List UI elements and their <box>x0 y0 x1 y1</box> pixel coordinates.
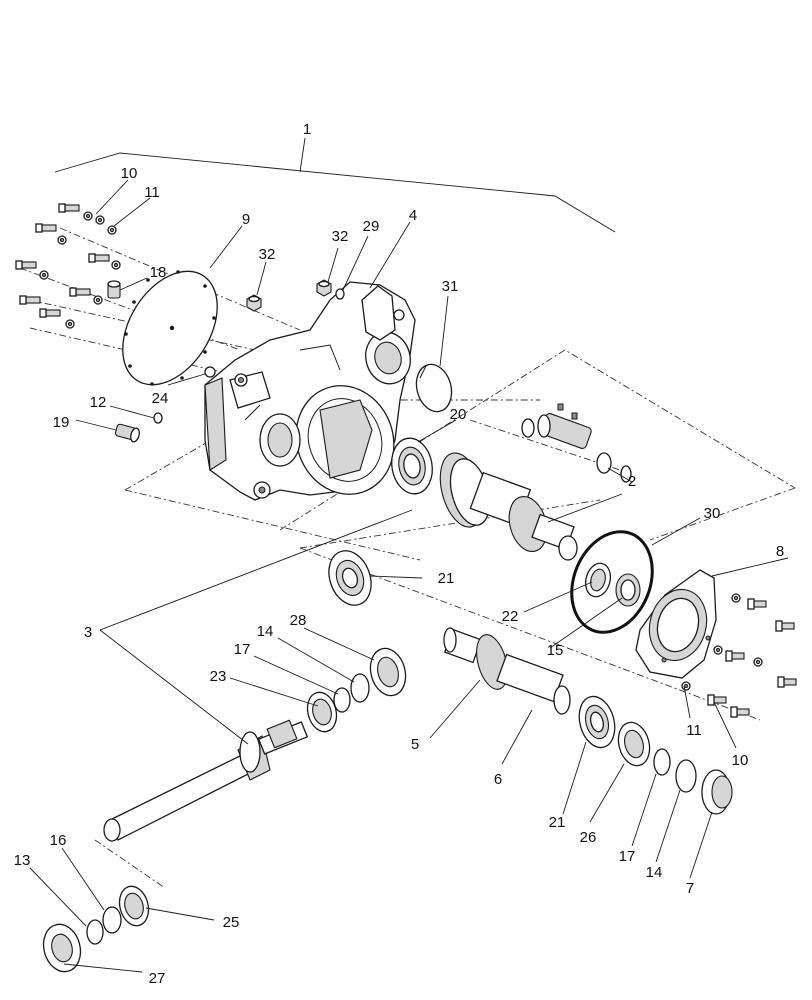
bearing-21-lower <box>578 695 616 749</box>
callout-17: 17 <box>619 848 636 865</box>
o-ring-small <box>335 288 345 300</box>
rear-cover <box>635 569 717 679</box>
callout-31: 31 <box>442 278 459 295</box>
cover-plate <box>122 270 218 386</box>
callout-28: 28 <box>290 612 307 629</box>
callout-19: 19 <box>53 414 70 431</box>
end-cap-7 <box>701 769 733 815</box>
drain-plug-o-ring <box>153 412 163 424</box>
roller-bearing-23 <box>306 691 338 733</box>
callout-15: 15 <box>547 642 564 659</box>
bearing-21-upper <box>328 550 372 606</box>
input-drive-shaft <box>103 719 309 842</box>
callout-7: 7 <box>686 880 694 897</box>
callout-22: 22 <box>502 608 519 625</box>
callout-14: 14 <box>257 623 274 640</box>
snap-ring-16 <box>102 906 122 934</box>
callout-5: 5 <box>411 736 419 753</box>
callout-21: 21 <box>438 570 455 587</box>
snap-ring-17-upper <box>333 687 351 713</box>
callout-4: 4 <box>409 207 417 224</box>
callout-29: 29 <box>363 218 380 235</box>
callout-18: 18 <box>150 264 167 281</box>
callout-30: 30 <box>704 505 721 522</box>
cover-cap <box>415 363 453 413</box>
shim-14-lower <box>675 759 697 793</box>
breather-plug <box>107 280 121 299</box>
gearbox-housing <box>204 281 416 501</box>
snap-ring-17-lower <box>653 748 671 776</box>
shim-13 <box>86 919 104 945</box>
callout-1: 1 <box>303 121 311 138</box>
callout-labels: 1 10 11 9 32 29 4 32 18 31 24 12 19 20 2 30 8 21 22 3 28 14 17… <box>14 121 785 987</box>
plug-left <box>246 294 262 312</box>
callout-26: 26 <box>580 829 597 846</box>
callout-12: 12 <box>90 394 107 411</box>
callout-24: 24 <box>152 390 169 407</box>
plug-top <box>316 279 332 297</box>
callout-14: 14 <box>646 864 663 881</box>
callout-20: 20 <box>450 406 467 423</box>
callout-8: 8 <box>776 543 784 560</box>
callout-25: 25 <box>223 914 240 931</box>
assembly-bracket <box>54 137 616 233</box>
callout-10: 10 <box>121 165 138 182</box>
bevel-gear-shaft <box>439 452 578 561</box>
callout-16: 16 <box>50 832 67 849</box>
needle-bearing <box>584 562 612 598</box>
callout-2: 2 <box>628 473 636 490</box>
seal-27 <box>42 923 82 973</box>
callout-13: 13 <box>14 852 31 869</box>
output-gear-shaft <box>443 627 571 715</box>
callout-32: 32 <box>332 228 349 245</box>
large-o-ring <box>570 530 654 634</box>
spacer-26 <box>617 721 651 767</box>
leader-lines <box>29 179 789 973</box>
bearing-25 <box>118 885 150 927</box>
callout-9: 9 <box>242 211 250 228</box>
callout-6: 6 <box>494 771 502 788</box>
cover-bolts-left <box>15 203 121 329</box>
drain-plug <box>114 423 140 443</box>
cover-bolts-right <box>681 593 797 718</box>
callout-17: 17 <box>234 641 251 658</box>
callout-27: 27 <box>149 970 166 987</box>
callout-11: 11 <box>686 722 702 739</box>
callout-10: 10 <box>732 752 749 769</box>
callout-21: 21 <box>549 814 566 831</box>
callout-3: 3 <box>84 624 92 641</box>
callout-32: 32 <box>259 246 276 263</box>
callout-11: 11 <box>144 184 160 201</box>
seal-ring <box>615 573 641 607</box>
seal-28 <box>369 647 407 697</box>
bearing-upper <box>391 437 433 495</box>
shim-14-upper <box>350 673 370 703</box>
callout-23: 23 <box>210 668 227 685</box>
idler-pin-assembly <box>521 403 632 483</box>
